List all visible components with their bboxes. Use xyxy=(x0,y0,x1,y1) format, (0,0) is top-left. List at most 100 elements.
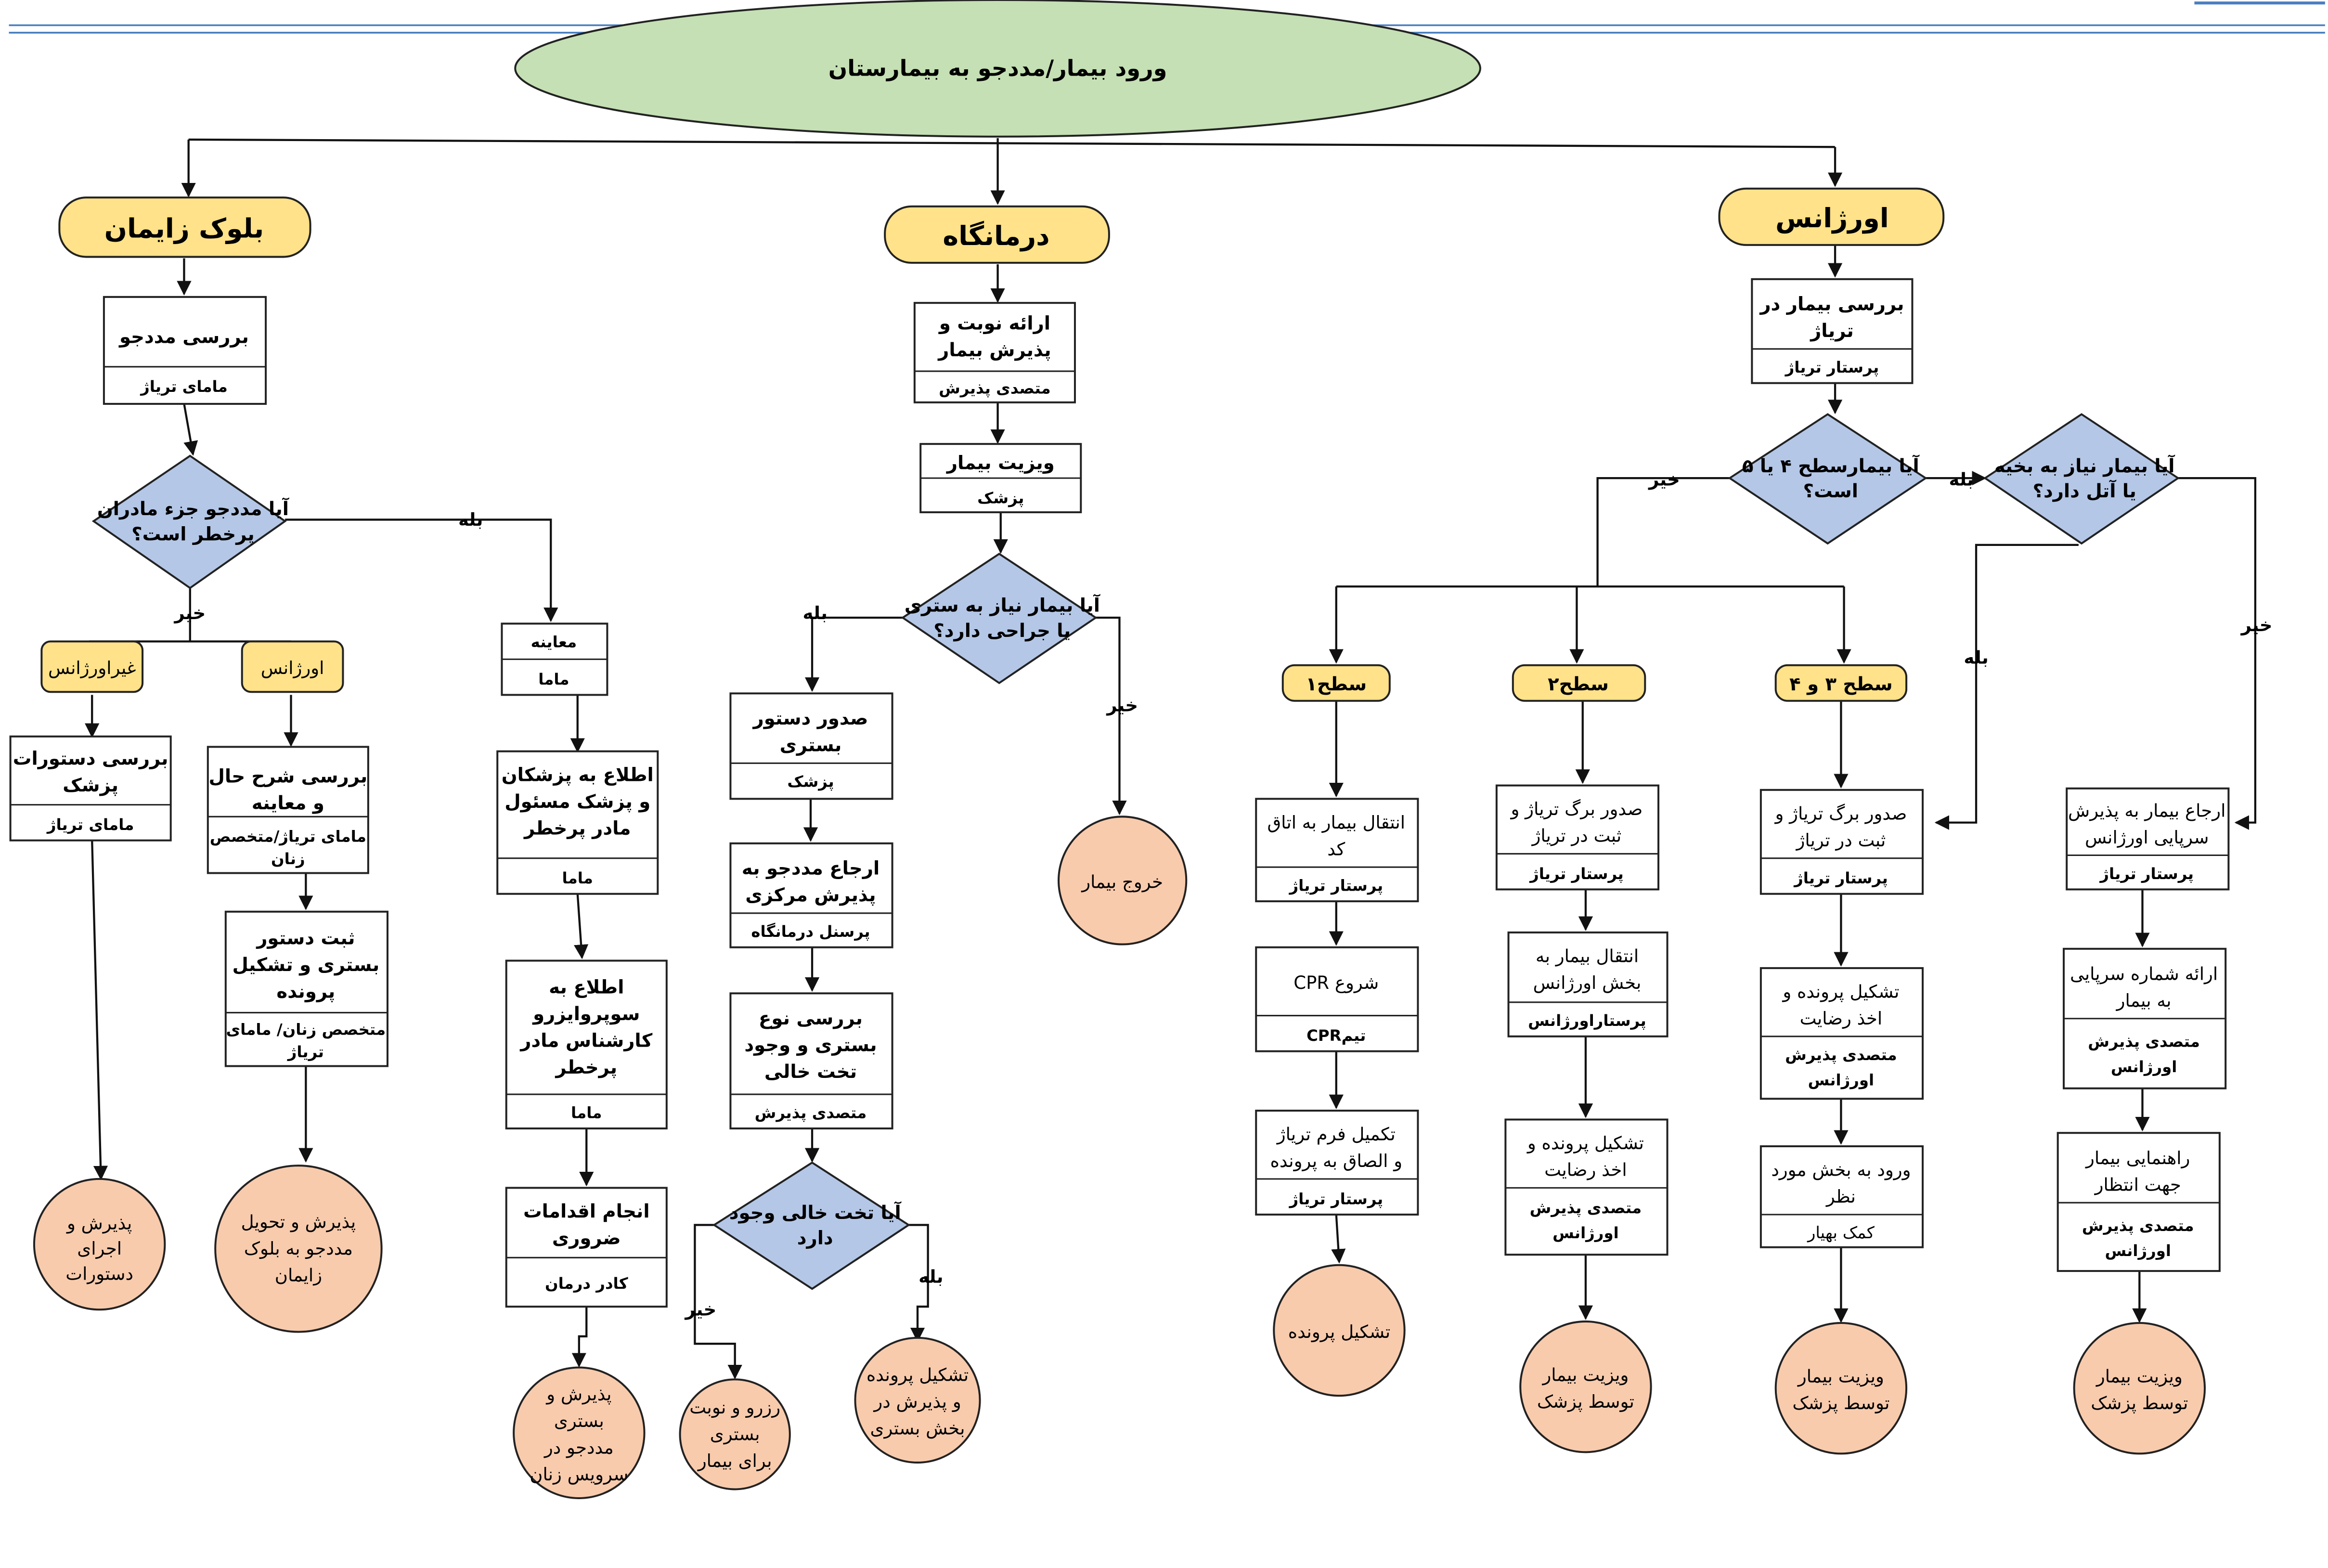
svg-text:بررسی مددجو: بررسی مددجو xyxy=(118,326,249,348)
svg-text:ورود بیمار/مددجو به بیمارستان: ورود بیمار/مددجو به بیمارستان xyxy=(828,55,1167,81)
emergency-level2-tag: سطح۲ xyxy=(1512,664,1646,702)
svg-text:پرخطر: پرخطر xyxy=(555,1057,617,1078)
svg-text:پرستار تریاژ: پرستار تریاژ xyxy=(1288,877,1383,895)
clinic-admission-decision: آیا بیمار نیاز به ستری یا جراحی دارد؟ xyxy=(901,553,1100,685)
maternity-doctor-orders-box: بررسی دستورات پزشک مامای تریاژ xyxy=(9,735,172,842)
svg-text:آیا مددجو جزء مادران: آیا مددجو جزء مادران xyxy=(97,497,289,520)
svg-text:پذیرش بیمار: پذیرش بیمار xyxy=(937,339,1051,361)
svg-text:سرویس زنان: سرویس زنان xyxy=(530,1464,628,1485)
maternity-high-risk-decision: آیا مددجو جزء مادران پرخطر است؟ xyxy=(91,454,289,589)
l34-enter-box: ورود به بخش مورد نظر کمک بهیار xyxy=(1759,1145,1924,1248)
svg-text:ورود به بخش مورد: ورود به بخش مورد xyxy=(1771,1160,1911,1180)
svg-text:کادر درمان: کادر درمان xyxy=(545,1274,628,1293)
svg-text:به بیمار: به بیمار xyxy=(2116,990,2172,1011)
svg-text:پرستار تریاژ: پرستار تریاژ xyxy=(1288,1190,1383,1208)
connectors xyxy=(85,138,2257,1380)
svg-text:اورژانس: اورژانس xyxy=(1808,1071,1875,1089)
l2-file-box: تشکیل پرونده و اخذ رضایت متصدی پذیرش اور… xyxy=(1504,1118,1668,1256)
label-no: خیر xyxy=(1106,695,1138,715)
svg-text:ویزیت بیمار: ویزیت بیمار xyxy=(946,453,1055,474)
branch-maternity: بلوک زایمان xyxy=(58,196,311,258)
svg-text:آیا بیمار نیاز به بخیه: آیا بیمار نیاز به بخیه xyxy=(1994,454,2175,477)
maternity-end-delivery: پذیرش و تحویل مددجو به بلوک زایمان xyxy=(214,1165,383,1333)
svg-text:جهت انتظار: جهت انتظار xyxy=(2094,1175,2181,1195)
svg-text:بستری و وجود: بستری و وجود xyxy=(744,1035,877,1056)
svg-text:اورژانس: اورژانس xyxy=(261,658,324,678)
clinic-refer-box: ارجاع مددجو به پذیرش مرکزی پرسنل درمانگا… xyxy=(729,842,893,948)
svg-text:متصدی پذیرش: متصدی پذیرش xyxy=(1785,1046,1897,1064)
svg-text:متصدی پذیرش: متصدی پذیرش xyxy=(755,1103,867,1122)
svg-text:کد: کد xyxy=(1327,839,1345,859)
svg-text:مامای تریاژ: مامای تریاژ xyxy=(140,377,228,396)
svg-text:بستری و تشکیل: بستری و تشکیل xyxy=(232,954,379,976)
svg-text:مددجو به بلوک: مددجو به بلوک xyxy=(244,1238,353,1259)
maternity-admit-order-box: ثبت دستور بستری و تشکیل پرونده متخصص زنا… xyxy=(224,910,388,1067)
svg-text:ماما: ماما xyxy=(538,670,569,688)
svg-text:راهنمایی بیمار: راهنمایی بیمار xyxy=(2085,1148,2190,1168)
svg-text:کمک بهیار: کمک بهیار xyxy=(1807,1223,1875,1242)
svg-text:انجام اقدامات: انجام اقدامات xyxy=(523,1201,650,1222)
branch-emergency: اورژانس xyxy=(1718,187,1945,246)
label-yes: بله xyxy=(918,1267,943,1287)
svg-text:متصدی پذیرش: متصدی پذیرش xyxy=(939,379,1051,397)
svg-text:اجرای: اجرای xyxy=(77,1238,122,1259)
svg-text:کارشناس مادر: کارشناس مادر xyxy=(519,1030,653,1051)
svg-text:تریاژ: تریاژ xyxy=(287,1043,324,1061)
svg-text:پزشک: پزشک xyxy=(977,489,1024,507)
svg-text:اورژانس: اورژانس xyxy=(2111,1058,2177,1076)
svg-text:تیمCPR: تیمCPR xyxy=(1306,1026,1366,1045)
label-no: خیر xyxy=(2240,615,2273,635)
svg-text:پرونده: پرونده xyxy=(276,981,335,1003)
svg-text:پرستاراورژانس: پرستاراورژانس xyxy=(1528,1011,1646,1030)
start-node: ورود بیمار/مددجو به بیمارستان xyxy=(514,0,1481,138)
svg-text:و الصاق به پرونده: و الصاق به پرونده xyxy=(1270,1151,1402,1171)
op-number-box: ارائه شماره سرپایی به بیمار متصدی پذیرش … xyxy=(2063,947,2227,1089)
svg-text:ویزیت بیمار: ویزیت بیمار xyxy=(1797,1366,1884,1387)
l34-file-box: تشکیل پرونده و اخذ رضایت متصدی پذیرش اور… xyxy=(1759,967,1924,1100)
svg-text:است؟: است؟ xyxy=(1803,480,1858,502)
svg-text:ثبت در تریاژ: ثبت در تریاژ xyxy=(1531,826,1622,846)
svg-text:مادر پرخطر: مادر پرخطر xyxy=(523,817,631,839)
label-no: خیر xyxy=(684,1299,716,1320)
clinic-turn-box: ارائه نوبت و پذیرش بیمار متصدی پذیرش xyxy=(913,302,1076,403)
l1-cpr-box: شروع CPR تیمCPR xyxy=(1255,946,1419,1052)
svg-text:ثبت دستور: ثبت دستور xyxy=(256,928,355,949)
maternity-emergency-actions-box: انجام اقدامات ضروری کادر درمان xyxy=(505,1187,668,1308)
svg-text:بستری: بستری xyxy=(554,1411,604,1431)
op-end: ویزیت بیمار توسط پزشک xyxy=(2073,1322,2206,1455)
svg-text:و معاینه: و معاینه xyxy=(252,792,324,814)
label-yes: بله xyxy=(1964,648,1988,668)
clinic-admit-order-box: صدور دستور بستری پزشک xyxy=(729,692,893,800)
maternity-review-box: بررسی مددجو مامای تریاژ xyxy=(103,296,267,405)
svg-text:توسط پزشک: توسط پزشک xyxy=(1792,1393,1889,1413)
svg-text:ویزیت بیمار: ویزیت بیمار xyxy=(1541,1364,1629,1385)
l1-form-box: تکمیل فرم تریاژ و الصاق به پرونده پرستار… xyxy=(1255,1109,1419,1216)
emergency-triage-box: بررسی بیمار در تریاژ پرستار تریاژ xyxy=(1751,278,1914,384)
svg-text:بخش اورژانس: بخش اورژانس xyxy=(1533,972,1642,993)
svg-text:پرستار تریاژ: پرستار تریاژ xyxy=(2099,865,2194,883)
svg-text:آیا تخت خالی وجود: آیا تخت خالی وجود xyxy=(729,1201,902,1224)
clinic-bed-check-box: بررسی نوع بستری و وجود تخت خالی متصدی پذ… xyxy=(729,992,893,1129)
svg-text:انتقال بیمار به: انتقال بیمار به xyxy=(1536,946,1639,967)
svg-text:پذیرش و تحویل: پذیرش و تحویل xyxy=(241,1212,356,1232)
svg-text:سطح۱: سطح۱ xyxy=(1306,674,1367,695)
svg-text:بررسی دستورات: بررسی دستورات xyxy=(13,748,168,769)
svg-text:سطح ۳ و ۴: سطح ۳ و ۴ xyxy=(1789,674,1893,695)
svg-text:دستورات: دستورات xyxy=(65,1264,133,1284)
svg-text:آیا بیمارسطح ۴ یا ۵: آیا بیمارسطح ۴ یا ۵ xyxy=(1742,454,1920,477)
svg-text:ارائه نوبت و: ارائه نوبت و xyxy=(938,313,1050,335)
svg-text:آیا بیمار نیاز به ستری: آیا بیمار نیاز به ستری xyxy=(905,594,1100,617)
l2-transfer-box: انتقال بیمار به بخش اورژانس پرستاراورژان… xyxy=(1507,931,1668,1037)
svg-text:دارد: دارد xyxy=(797,1228,833,1249)
label-no: خیر xyxy=(173,603,206,623)
l34-end: ویزیت بیمار توسط پزشک xyxy=(1774,1322,1908,1455)
svg-text:پرخطر است؟: پرخطر است؟ xyxy=(131,524,254,545)
svg-text:ویزیت بیمار: ویزیت بیمار xyxy=(2095,1366,2183,1387)
svg-text:ارائه شماره سرپایی: ارائه شماره سرپایی xyxy=(2070,964,2218,985)
svg-text:متصدی پذیرش: متصدی پذیرش xyxy=(2088,1032,2200,1050)
op-refer-box: ارجاع بیمار به پذیرش سرپایی اورژانس پرست… xyxy=(2066,787,2230,891)
svg-text:یا آتل دارد؟: یا آتل دارد؟ xyxy=(2033,479,2136,502)
svg-text:اورژانس: اورژانس xyxy=(1552,1224,1619,1242)
svg-text:متخصص زنان/ مامای: متخصص زنان/ مامای xyxy=(226,1021,386,1039)
svg-text:اورژانس: اورژانس xyxy=(1775,203,1889,234)
